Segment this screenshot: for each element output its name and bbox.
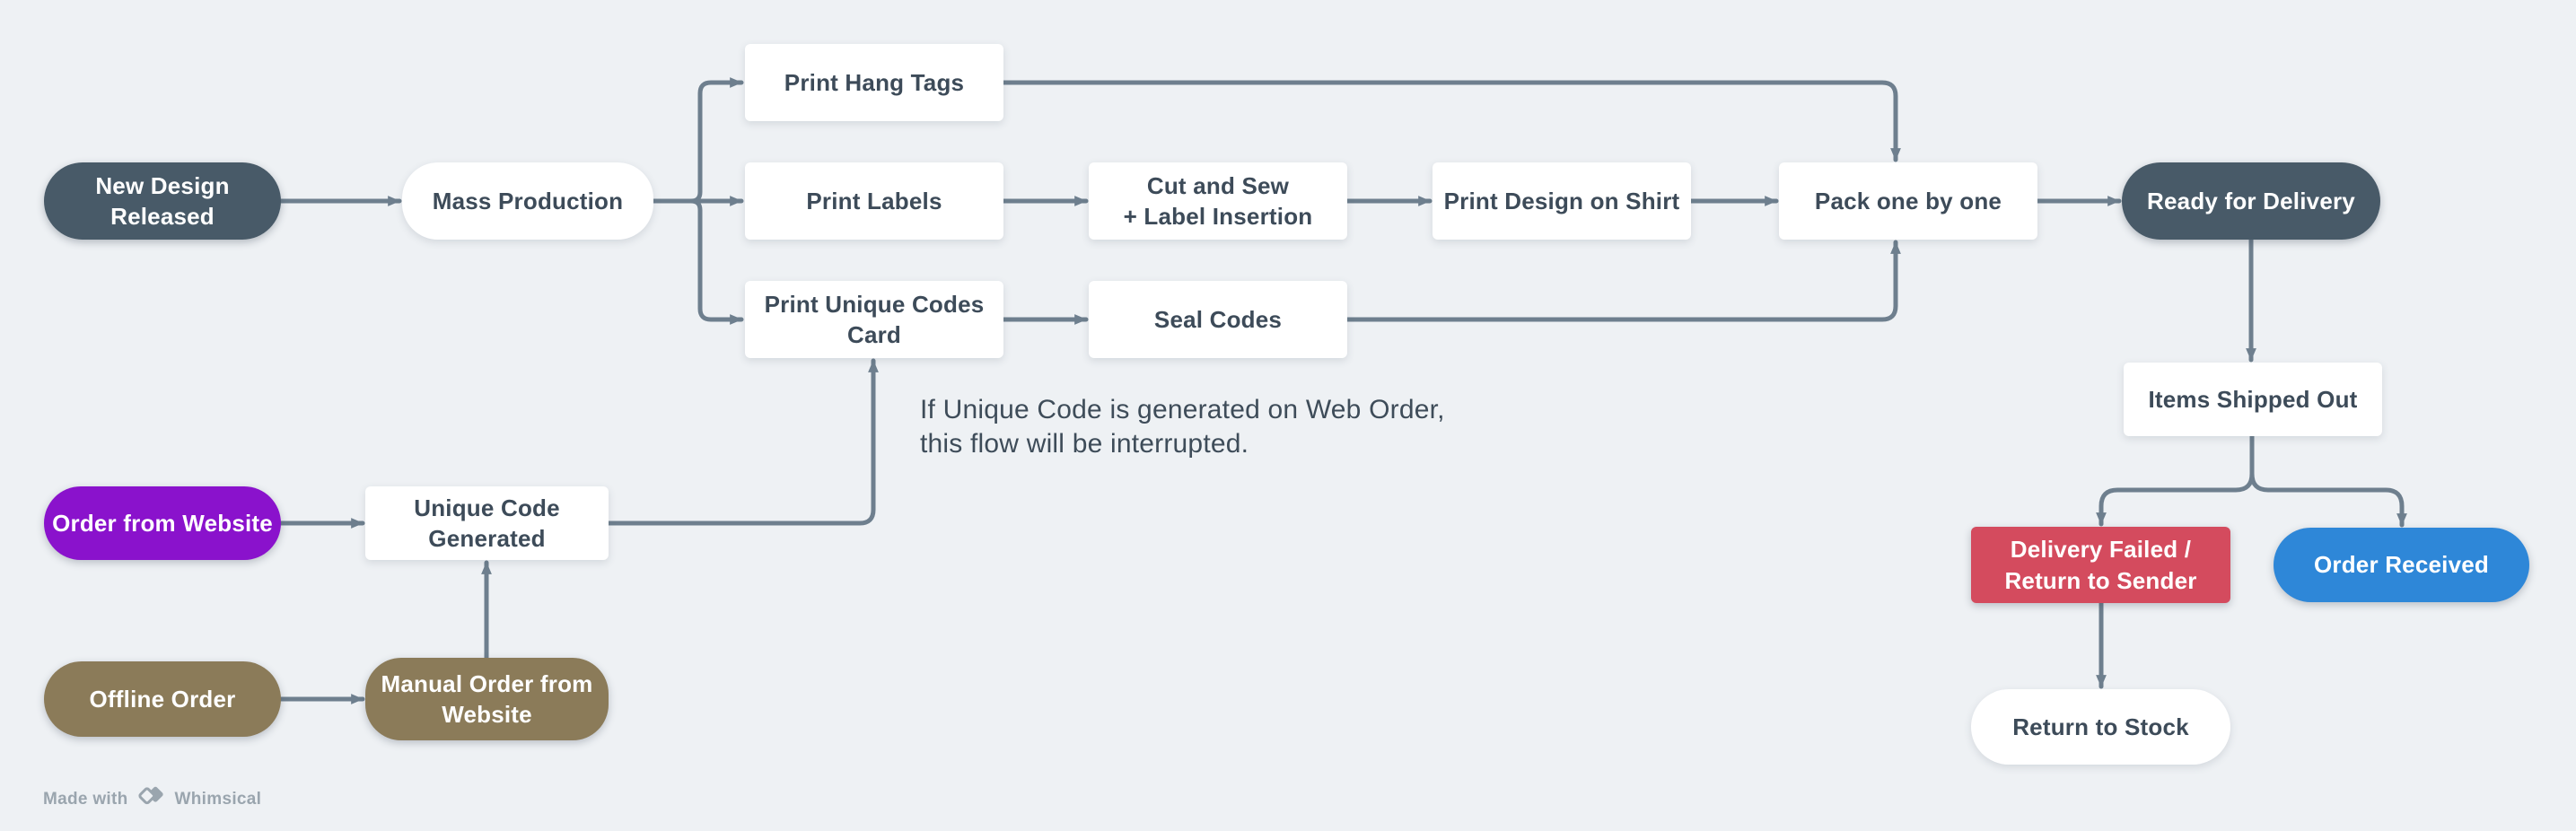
node-label: Cut and Sew + Label Insertion [1123,171,1313,230]
node-pack-one-by-one[interactable]: Pack one by one [1779,162,2037,240]
node-label: Print Unique Codes Card [764,290,985,348]
node-label: Offline Order [89,685,236,713]
node-offline-order[interactable]: Offline Order [44,661,281,737]
node-label: Ready for Delivery [2147,187,2355,214]
connector-itemsshipped-to-orderreceived [2249,433,2407,528]
annotation-note: If Unique Code is generated on Web Order… [920,393,1445,461]
node-label: Order from Website [52,509,273,537]
connector-massproduction-to-printuniquecodes [651,198,744,325]
node-print-labels[interactable]: Print Labels [745,162,1003,240]
node-label: Manual Order from Website [381,669,593,728]
node-print-design-on-shirt[interactable]: Print Design on Shirt [1433,162,1691,240]
node-label: New Design Released [95,171,230,230]
node-label: Print Hang Tags [784,68,965,96]
made-with-label: Made with [43,790,128,809]
node-label: Mass Production [432,187,624,214]
connector-sealcodes-to-packonebyone [1345,240,1901,322]
node-label: Items Shipped Out [2148,385,2358,413]
node-label: Seal Codes [1153,305,1283,333]
node-print-hang-tags[interactable]: Print Hang Tags [745,44,1003,121]
connector-massproduction-to-printhangtags [651,77,744,204]
node-manual-order-from-website[interactable]: Manual Order from Website [365,658,609,740]
node-order-from-website[interactable]: Order from Website [44,486,281,560]
node-label: Pack one by one [1814,187,2002,214]
whimsical-brand-label: Whimsical [174,790,262,809]
node-seal-codes[interactable]: Seal Codes [1089,281,1347,358]
node-mass-production[interactable]: Mass Production [402,162,653,240]
node-return-to-stock[interactable]: Return to Stock [1971,689,2230,765]
annotation-line-1: If Unique Code is generated on Web Order… [920,395,1445,424]
connector-printhangtags-to-packonebyone [1001,80,1901,162]
connector-uniquecode-to-printuniquecodes [606,358,879,526]
node-label: Order Received [2313,551,2489,579]
node-print-unique-codes-card[interactable]: Print Unique Codes Card [745,281,1003,358]
annotation-line-2: this flow will be interrupted. [920,429,1249,459]
made-with-whimsical-badge[interactable]: Made with Whimsical [43,784,261,815]
node-label: Return to Stock [2012,713,2189,740]
node-unique-code-generated[interactable]: Unique Code Generated [365,486,609,560]
node-label: Delivery Failed / Return to Sender [2004,536,2197,594]
connector-itemsshipped-to-deliveryfailed [2096,433,2255,527]
node-order-received[interactable]: Order Received [2274,528,2529,602]
node-label: Print Labels [806,187,942,214]
node-new-design-released[interactable]: New Design Released [44,162,281,240]
node-ready-for-delivery[interactable]: Ready for Delivery [2122,162,2380,240]
node-cut-and-sew-label-insertion[interactable]: Cut and Sew + Label Insertion [1089,162,1347,240]
node-label: Unique Code Generated [414,494,560,552]
whimsical-logo-icon [136,784,167,815]
node-items-shipped-out[interactable]: Items Shipped Out [2124,363,2382,436]
node-label: Print Design on Shirt [1443,187,1680,214]
node-delivery-failed-return-to-sender[interactable]: Delivery Failed / Return to Sender [1971,527,2230,603]
